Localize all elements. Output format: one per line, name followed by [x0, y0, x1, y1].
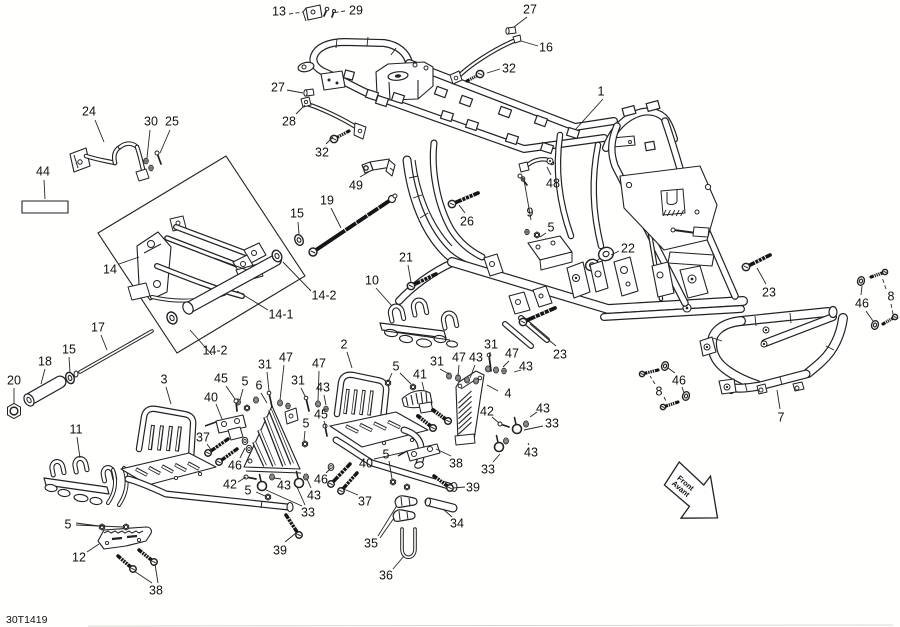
svg-text:9: 9 — [527, 206, 534, 220]
svg-text:32: 32 — [502, 62, 516, 76]
svg-text:7: 7 — [778, 411, 785, 425]
svg-text:22: 22 — [621, 242, 635, 256]
svg-text:31: 31 — [430, 355, 444, 369]
svg-text:46: 46 — [228, 459, 242, 473]
svg-text:48: 48 — [546, 177, 560, 191]
svg-text:47: 47 — [452, 351, 466, 365]
svg-text:4: 4 — [505, 387, 512, 401]
svg-text:46: 46 — [672, 374, 686, 388]
svg-text:43: 43 — [316, 381, 330, 395]
svg-text:30T1419: 30T1419 — [6, 614, 48, 626]
svg-text:11: 11 — [70, 423, 83, 437]
svg-text:34: 34 — [450, 517, 464, 531]
svg-text:38: 38 — [449, 457, 463, 471]
svg-text:47: 47 — [505, 347, 519, 361]
svg-text:40: 40 — [204, 391, 218, 405]
svg-text:14-2: 14-2 — [202, 344, 227, 358]
svg-text:43: 43 — [524, 446, 538, 460]
svg-text:15: 15 — [62, 343, 76, 357]
svg-text:5: 5 — [245, 484, 252, 498]
svg-text:47: 47 — [312, 357, 326, 371]
svg-text:39: 39 — [466, 481, 480, 495]
svg-text:13: 13 — [272, 5, 286, 19]
svg-text:5: 5 — [393, 360, 400, 374]
svg-text:39: 39 — [273, 544, 287, 558]
svg-text:20: 20 — [7, 374, 21, 388]
svg-text:27: 27 — [523, 3, 537, 17]
svg-text:26: 26 — [460, 215, 474, 229]
svg-text:16: 16 — [539, 41, 553, 55]
svg-text:24: 24 — [82, 105, 96, 119]
svg-text:3: 3 — [161, 373, 168, 387]
svg-text:23: 23 — [553, 348, 567, 362]
svg-text:33: 33 — [301, 506, 315, 520]
svg-text:25: 25 — [165, 115, 179, 129]
svg-text:8: 8 — [888, 290, 895, 304]
svg-text:46: 46 — [855, 297, 869, 311]
svg-text:5: 5 — [65, 518, 72, 532]
svg-text:47: 47 — [279, 351, 293, 365]
svg-text:14-2: 14-2 — [311, 289, 336, 303]
svg-text:43: 43 — [536, 402, 550, 416]
svg-text:44: 44 — [36, 165, 50, 179]
svg-text:43: 43 — [307, 489, 321, 503]
svg-text:35: 35 — [364, 537, 378, 551]
svg-text:33: 33 — [545, 417, 559, 431]
svg-text:5: 5 — [383, 448, 390, 462]
svg-text:40: 40 — [359, 457, 373, 471]
svg-text:29: 29 — [349, 4, 363, 18]
svg-text:43: 43 — [277, 479, 291, 493]
svg-text:42: 42 — [223, 478, 237, 492]
svg-text:18: 18 — [38, 355, 52, 369]
svg-text:43: 43 — [469, 351, 483, 365]
svg-text:49: 49 — [349, 179, 363, 193]
svg-text:36: 36 — [379, 569, 393, 583]
svg-text:30: 30 — [144, 115, 158, 129]
svg-text:19: 19 — [320, 194, 334, 208]
svg-text:45: 45 — [314, 408, 328, 422]
svg-text:41: 41 — [413, 368, 427, 382]
svg-text:27: 27 — [271, 81, 285, 95]
svg-text:14: 14 — [103, 263, 117, 277]
svg-text:2: 2 — [341, 338, 348, 352]
svg-text:38: 38 — [149, 584, 163, 598]
svg-text:45: 45 — [214, 372, 228, 386]
svg-text:8: 8 — [656, 385, 663, 399]
svg-text:43: 43 — [519, 360, 533, 374]
svg-text:31: 31 — [258, 358, 272, 372]
svg-text:42: 42 — [480, 405, 494, 419]
svg-text:10: 10 — [365, 274, 379, 288]
svg-text:46: 46 — [314, 473, 328, 487]
svg-text:15: 15 — [290, 207, 304, 221]
svg-text:12: 12 — [72, 551, 86, 565]
svg-text:1: 1 — [598, 85, 605, 99]
svg-text:5: 5 — [548, 221, 555, 235]
svg-text:37: 37 — [196, 431, 210, 445]
svg-text:32: 32 — [315, 146, 329, 160]
svg-text:5: 5 — [242, 375, 249, 389]
svg-text:33: 33 — [481, 463, 495, 477]
svg-text:37: 37 — [358, 495, 372, 509]
svg-text:6: 6 — [256, 379, 263, 393]
svg-text:14-1: 14-1 — [268, 308, 293, 322]
svg-text:23: 23 — [762, 286, 776, 300]
svg-text:17: 17 — [91, 321, 105, 335]
svg-text:31: 31 — [291, 374, 305, 388]
svg-text:5: 5 — [303, 417, 310, 431]
svg-text:31: 31 — [484, 338, 498, 352]
svg-text:21: 21 — [399, 251, 413, 265]
svg-text:28: 28 — [282, 115, 296, 129]
